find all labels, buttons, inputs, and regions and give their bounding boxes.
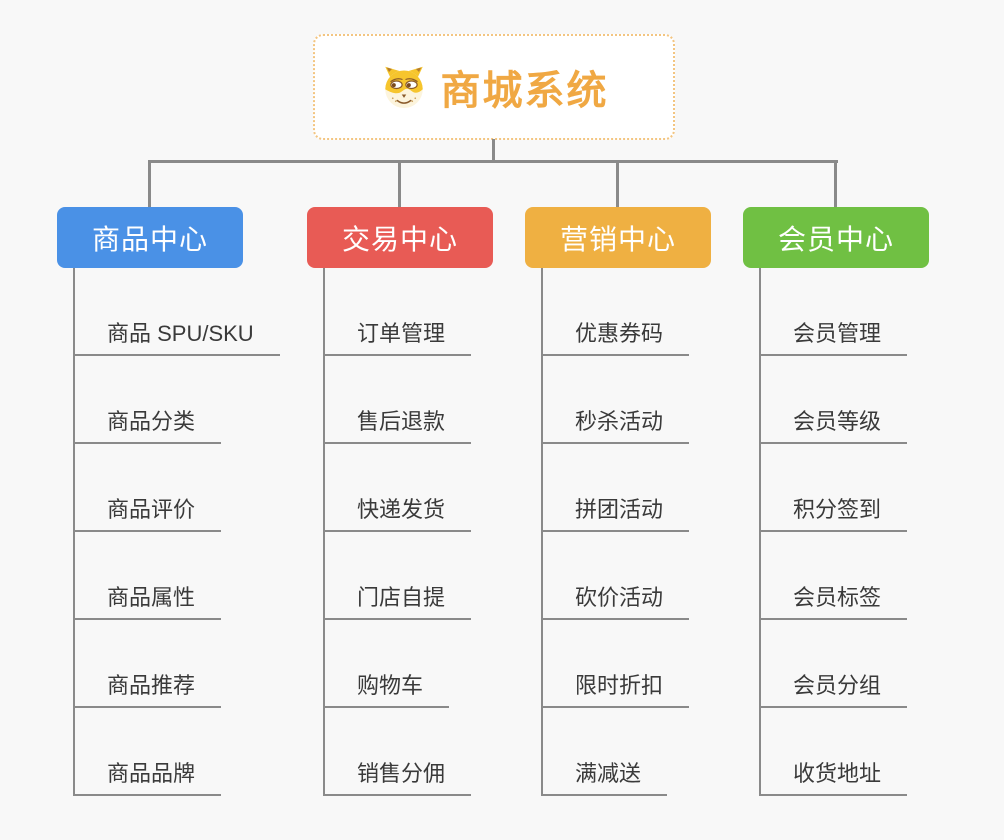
leaf-item[interactable]: 门店自提 xyxy=(325,532,472,620)
branch-product-leaves: 商品 SPU/SKU 商品分类 商品评价 商品属性 商品推荐 商品品牌 xyxy=(73,268,280,796)
leaf-item[interactable]: 商品评价 xyxy=(75,444,222,532)
branch-trade-center: 交易中心 订单管理 售后退款 快递发货 门店自提 购物车 销售分佣 xyxy=(307,207,493,796)
branch-trade-leaves: 订单管理 售后退款 快递发货 门店自提 购物车 销售分佣 xyxy=(323,268,472,796)
leaf-item[interactable]: 收货地址 xyxy=(761,708,908,796)
branch-marketing-center: 营销中心 优惠券码 秒杀活动 拼团活动 砍价活动 限时折扣 满减送 xyxy=(525,207,711,796)
leaf-item[interactable]: 商品推荐 xyxy=(75,620,222,708)
leaf-item[interactable]: 会员分组 xyxy=(761,620,908,708)
root-title: 商城系统 xyxy=(440,69,609,113)
leaf-item[interactable]: 优惠券码 xyxy=(543,268,690,356)
doge-icon xyxy=(380,63,428,111)
leaf-item[interactable]: 砍价活动 xyxy=(543,532,690,620)
branch-node-product[interactable]: 商品中心 xyxy=(57,207,243,268)
leaf-item[interactable]: 积分签到 xyxy=(761,444,908,532)
leaf-item[interactable]: 商品属性 xyxy=(75,532,222,620)
leaf-item[interactable]: 限时折扣 xyxy=(543,620,690,708)
leaf-item[interactable]: 秒杀活动 xyxy=(543,356,690,444)
connector-branch-stem-4 xyxy=(834,160,837,208)
leaf-item[interactable]: 会员标签 xyxy=(761,532,908,620)
leaf-item[interactable]: 满减送 xyxy=(543,708,668,796)
leaf-item[interactable]: 购物车 xyxy=(325,620,450,708)
connector-root-stem xyxy=(492,139,495,163)
leaf-item[interactable]: 拼团活动 xyxy=(543,444,690,532)
connector-branch-stem-2 xyxy=(398,160,401,208)
root-node[interactable]: 商城系统 xyxy=(313,34,675,140)
leaf-item[interactable]: 销售分佣 xyxy=(325,708,472,796)
leaf-item[interactable]: 售后退款 xyxy=(325,356,472,444)
leaf-item[interactable]: 会员管理 xyxy=(761,268,908,356)
branch-member-leaves: 会员管理 会员等级 积分签到 会员标签 会员分组 收货地址 xyxy=(759,268,908,796)
branch-marketing-leaves: 优惠券码 秒杀活动 拼团活动 砍价活动 限时折扣 满减送 xyxy=(541,268,690,796)
leaf-item[interactable]: 商品 SPU/SKU xyxy=(75,268,280,356)
leaf-item[interactable]: 会员等级 xyxy=(761,356,908,444)
connector-branch-stem-1 xyxy=(148,160,151,208)
leaf-item[interactable]: 商品品牌 xyxy=(75,708,222,796)
branch-node-trade[interactable]: 交易中心 xyxy=(307,207,493,268)
leaf-item[interactable]: 商品分类 xyxy=(75,356,222,444)
leaf-item[interactable]: 快递发货 xyxy=(325,444,472,532)
branch-product-center: 商品中心 商品 SPU/SKU 商品分类 商品评价 商品属性 商品推荐 商品品牌 xyxy=(57,207,280,796)
branch-member-center: 会员中心 会员管理 会员等级 积分签到 会员标签 会员分组 收货地址 xyxy=(743,207,929,796)
leaf-item[interactable]: 订单管理 xyxy=(325,268,472,356)
connector-branch-stem-3 xyxy=(616,160,619,208)
branch-node-marketing[interactable]: 营销中心 xyxy=(525,207,711,268)
connector-horizontal xyxy=(148,160,838,163)
branch-node-member[interactable]: 会员中心 xyxy=(743,207,929,268)
